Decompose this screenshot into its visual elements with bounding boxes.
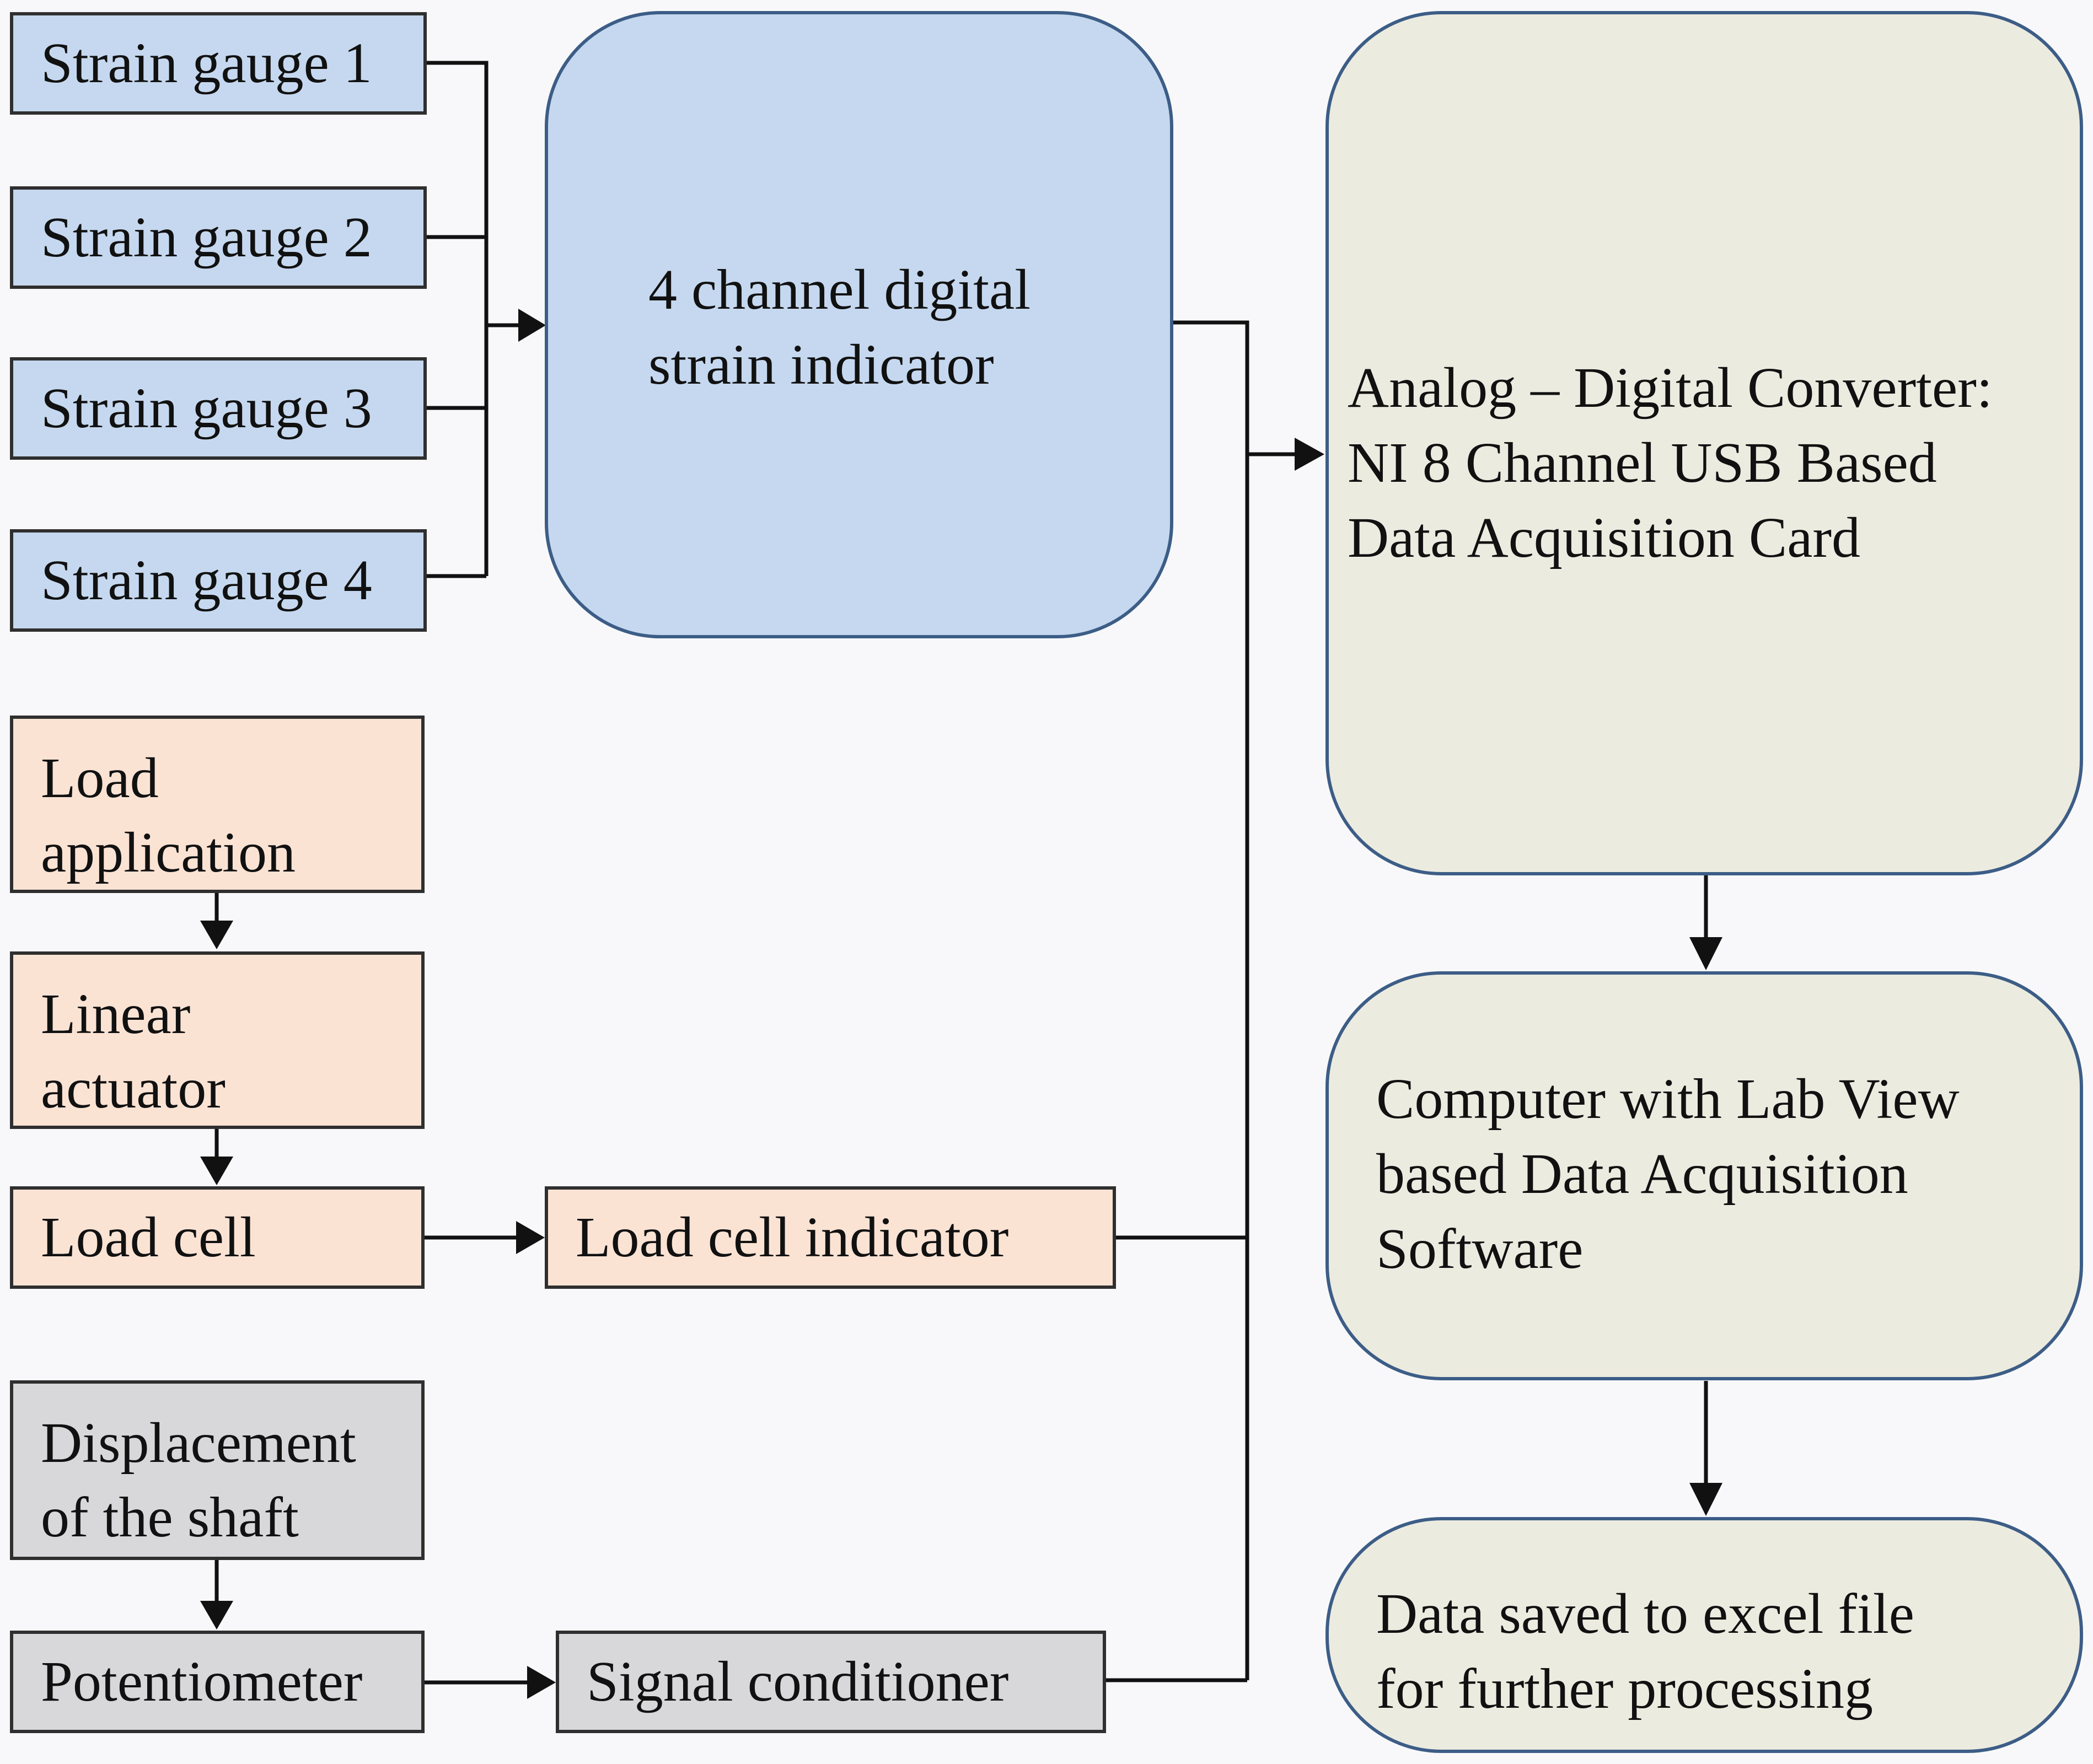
connector-indicator-to-adc (1172, 320, 1249, 1680)
strain-gauge-2-box: Strain gauge 2 (10, 186, 427, 289)
load-application-line2: application (41, 821, 296, 885)
signal-conditioner-label: Signal conditioner (587, 1650, 1009, 1714)
linear-actuator-line1: Linear (41, 982, 191, 1046)
computer-line2: based Data Acquisition (1376, 1142, 1908, 1206)
computer-line3: Software (1376, 1217, 1584, 1281)
load-cell-label: Load cell (41, 1206, 256, 1270)
strain-gauge-1-box: Strain gauge 1 (10, 12, 427, 115)
potentiometer-label: Potentiometer (41, 1650, 363, 1714)
arrow-to-output (1689, 1483, 1722, 1516)
adc-box: Analog – Digital Converter: NI 8 Channel… (1325, 11, 2083, 875)
strain-indicator-line2: strain indicator (648, 333, 994, 396)
strain-gauge-4-box: Strain gauge 4 (10, 529, 427, 632)
computer-box: Computer with Lab View based Data Acquis… (1325, 971, 2083, 1380)
load-cell-box: Load cell (10, 1186, 425, 1289)
strain-gauge-1-label: Strain gauge 1 (41, 31, 372, 95)
strain-gauge-3-box: Strain gauge 3 (10, 357, 427, 460)
linear-actuator-line2: actuator (41, 1057, 226, 1121)
arrow-to-potentiometer (200, 1601, 233, 1629)
arrow-to-loadcell (200, 1157, 233, 1185)
adc-line2: NI 8 Channel USB Based (1348, 431, 1937, 494)
displacement-box: Displacement of the shaft (10, 1380, 425, 1560)
adc-line1: Analog – Digital Converter: (1348, 356, 1993, 420)
arrow-to-actuator (200, 921, 233, 949)
arrow-to-adc (1295, 438, 1324, 471)
arrow-to-strain-indicator (518, 309, 546, 342)
linear-actuator-box: Linear actuator (10, 951, 425, 1129)
output-box: Data saved to excel file for further pro… (1325, 1517, 2083, 1753)
arrow-to-computer (1689, 937, 1722, 970)
strain-gauge-2-label: Strain gauge 2 (41, 206, 372, 270)
connector-sg1 (426, 61, 489, 576)
strain-gauge-3-label: Strain gauge 3 (41, 377, 372, 440)
load-application-line1: Load (41, 746, 159, 810)
load-cell-indicator-box: Load cell indicator (545, 1186, 1116, 1289)
potentiometer-box: Potentiometer (10, 1631, 425, 1733)
signal-conditioner-box: Signal conditioner (556, 1631, 1106, 1733)
strain-gauge-4-label: Strain gauge 4 (41, 548, 372, 612)
adc-line3: Data Acquisition Card (1348, 506, 1861, 569)
output-line2: for further processing (1376, 1657, 1874, 1720)
displacement-line2: of the shaft (41, 1486, 299, 1550)
displacement-line1: Displacement (41, 1411, 356, 1475)
arrow-to-signal-conditioner (527, 1666, 556, 1699)
arrow-to-loadcell-indicator (516, 1221, 545, 1254)
strain-indicator-box: 4 channel digital strain indicator (545, 11, 1173, 638)
output-line1: Data saved to excel file (1376, 1582, 1914, 1645)
computer-line1: Computer with Lab View (1376, 1067, 1960, 1131)
strain-indicator-line1: 4 channel digital (648, 258, 1031, 321)
load-cell-indicator-label: Load cell indicator (576, 1206, 1009, 1270)
load-application-box: Load application (10, 716, 425, 893)
